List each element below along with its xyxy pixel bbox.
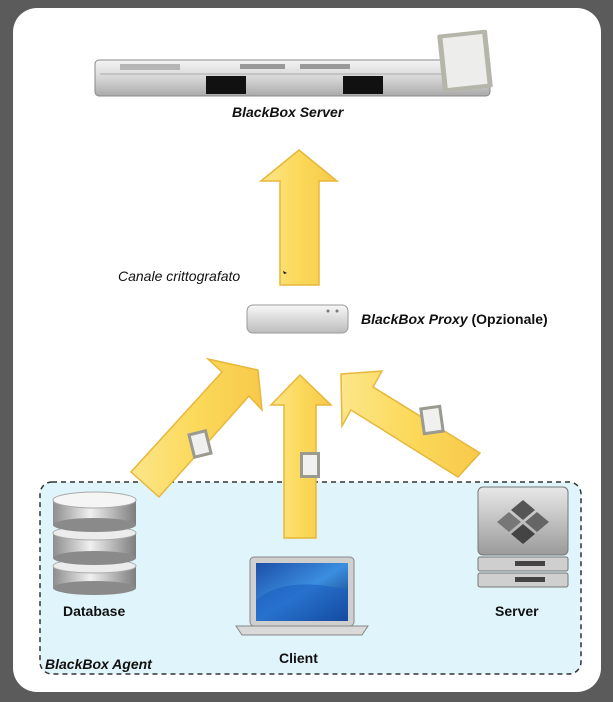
document-icon [437, 29, 493, 93]
server-label: Server [495, 603, 539, 619]
packet-icon [419, 404, 445, 436]
arrow-proxy-to-server [258, 149, 340, 286]
database-label: Database [63, 603, 126, 619]
packet-icon [187, 428, 213, 460]
laptop-icon [235, 556, 369, 636]
proxy-title: BlackBox Proxy (Opzionale) [361, 311, 548, 327]
channel-label: Canale crittografato [118, 268, 241, 284]
arrow-server-to-proxy [340, 370, 482, 478]
proxy-device-icon [246, 304, 349, 334]
proxy-label-main: BlackBox Proxy [361, 311, 468, 327]
agent-group-label: BlackBox Agent [45, 656, 152, 672]
server-tower-icon [477, 486, 569, 588]
packet-icon [300, 452, 320, 478]
database-icon [52, 491, 137, 595]
client-label: Client [279, 650, 318, 666]
server-title: BlackBox Server [232, 104, 344, 120]
rack-server-icon [94, 59, 491, 97]
arrow-database-to-proxy [129, 357, 263, 499]
proxy-label-suffix: (Opzionale) [467, 311, 548, 327]
